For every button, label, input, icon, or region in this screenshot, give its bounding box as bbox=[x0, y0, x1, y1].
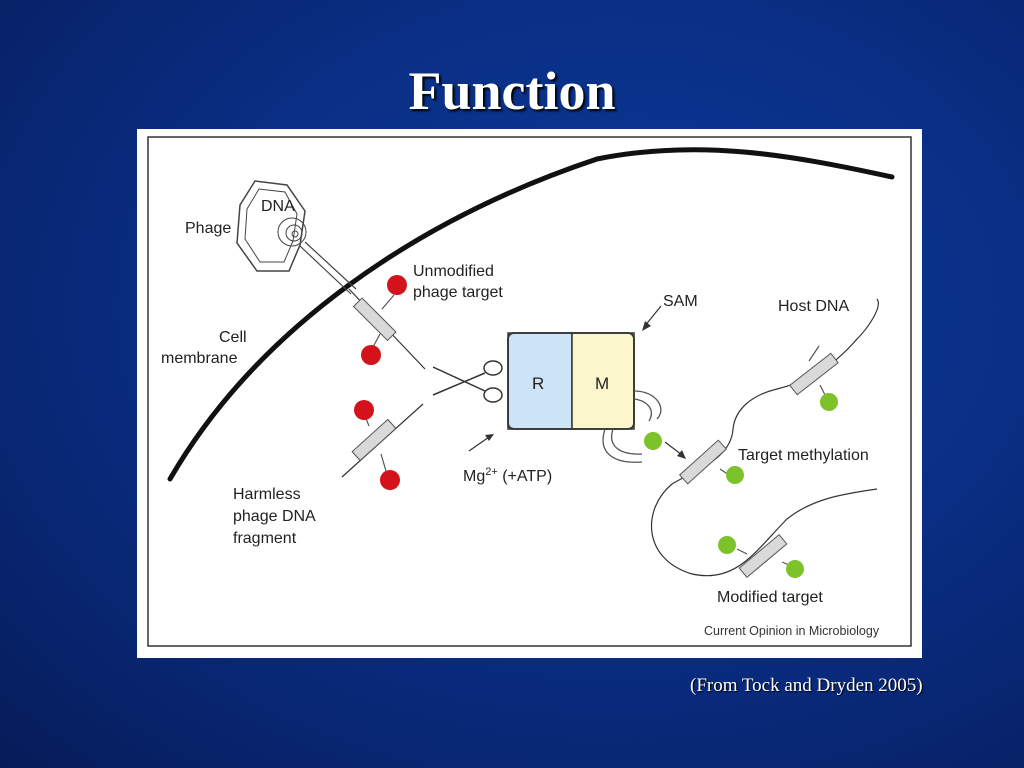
unmodified-site-dot bbox=[361, 345, 381, 365]
r-subunit-label: R bbox=[532, 374, 544, 393]
cell-membrane bbox=[167, 147, 895, 482]
unmodified-site-dot bbox=[387, 275, 407, 295]
phage-head bbox=[236, 180, 306, 272]
unmodified-label-line1: Unmodified bbox=[413, 263, 494, 280]
sam-label: SAM bbox=[663, 293, 698, 310]
harmless-fragment-site bbox=[351, 418, 397, 462]
rm-enzyme bbox=[507, 332, 635, 430]
methyl-group-dot bbox=[786, 560, 804, 578]
phage bbox=[236, 180, 357, 295]
host-dna-strand bbox=[650, 298, 879, 577]
m-subunit-label: M bbox=[595, 374, 609, 393]
cell-membrane-label-line2: membrane bbox=[161, 350, 238, 367]
methyl-group-dot bbox=[644, 432, 662, 450]
modified-target-site bbox=[738, 533, 788, 579]
scissors-icon bbox=[432, 360, 503, 403]
journal-credit: Current Opinion in Microbiology bbox=[704, 624, 880, 638]
cell-membrane-label-line1: Cell bbox=[219, 329, 247, 346]
dna-label: DNA bbox=[261, 198, 295, 215]
methyl-group-dot bbox=[718, 536, 736, 554]
phage-label: Phage bbox=[185, 220, 231, 237]
methyl-group-dot bbox=[726, 466, 744, 484]
phage-tail bbox=[299, 245, 352, 295]
source-citation: (From Tock and Dryden 2005) bbox=[690, 675, 923, 696]
target-methylation-site bbox=[678, 439, 728, 485]
diagram-figure: Phage DNA Unmodified phage target Cell m… bbox=[137, 129, 922, 658]
unmodified-site-dot bbox=[380, 470, 400, 490]
mg-arrow bbox=[468, 436, 490, 452]
unmodified-label-line2: phage target bbox=[413, 284, 503, 301]
harmless-label-line3: fragment bbox=[233, 530, 297, 547]
unmodified-site-dot bbox=[354, 400, 374, 420]
figure-border bbox=[147, 136, 912, 647]
diagram-svg: Phage DNA Unmodified phage target Cell m… bbox=[147, 136, 912, 647]
methyl-arm bbox=[602, 428, 643, 463]
methyl-group-dot bbox=[820, 393, 838, 411]
host-dna-site bbox=[789, 352, 839, 396]
harmless-label-line1: Harmless bbox=[233, 486, 301, 503]
mg-atp-label: Mg2+ (+ATP) bbox=[463, 466, 552, 485]
modified-target-label: Modified target bbox=[717, 589, 823, 606]
methyl-arm bbox=[633, 390, 662, 420]
harmless-label-line2: phage DNA bbox=[233, 508, 316, 525]
target-methylation-label: Target methylation bbox=[738, 447, 869, 464]
slide-title: Function bbox=[408, 61, 616, 121]
host-dna-label: Host DNA bbox=[778, 298, 849, 315]
unmodified-target-site bbox=[352, 297, 397, 342]
phage-dna-coil bbox=[277, 217, 307, 247]
